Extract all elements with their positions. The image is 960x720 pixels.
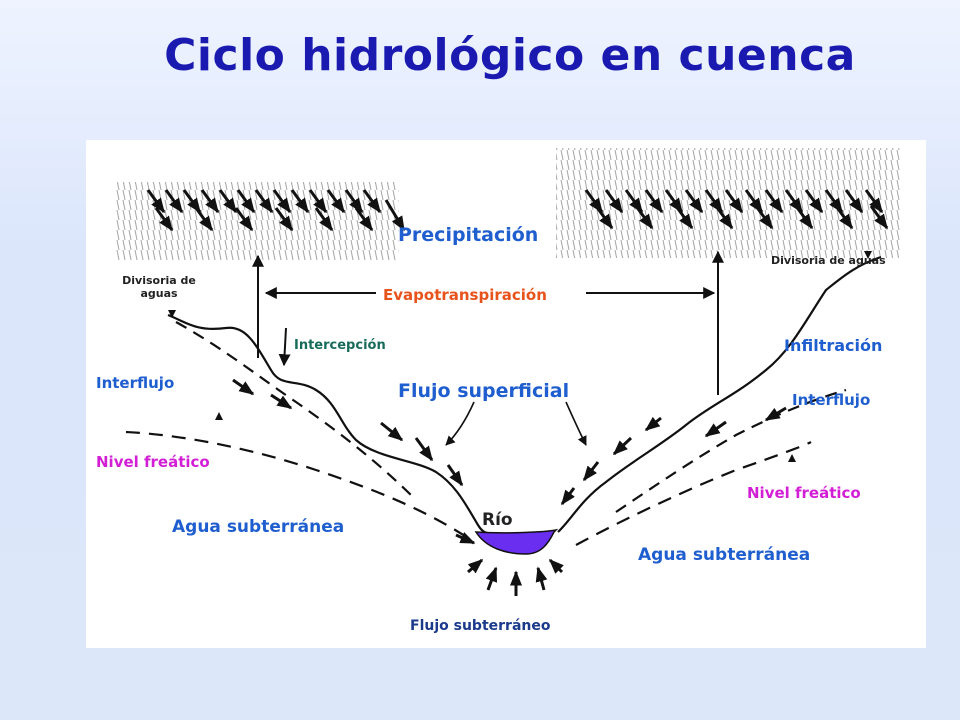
surface-flow-label: Flujo superficial xyxy=(398,380,570,402)
river-channel xyxy=(474,528,559,555)
divide-marker-right xyxy=(864,251,872,259)
precipitation-label: Precipitación xyxy=(398,224,539,246)
water-table-marker-right xyxy=(788,454,796,462)
groundwater-flow-label: Flujo subterráneo xyxy=(410,618,551,634)
interflow-line-right xyxy=(615,388,847,513)
diagram-panel: Precipitación Evapotranspiración Interce… xyxy=(86,140,926,648)
interflow-label-right: Interflujo xyxy=(792,391,871,409)
rain-arrows-left xyxy=(146,189,406,232)
infiltration-label: Infiltración xyxy=(784,336,883,355)
divide-label-right: Divisoria de aguas xyxy=(771,254,886,267)
groundwater-label-right: Agua subterránea xyxy=(638,545,811,565)
surface-flow-arrow-left xyxy=(445,401,475,446)
groundwater-flow-arrows xyxy=(455,532,564,596)
interflow-line-left xyxy=(175,321,417,501)
rain-left xyxy=(114,182,399,260)
groundwater-label-left: Agua subterránea xyxy=(172,517,345,537)
water-table-right xyxy=(575,441,812,546)
water-table-label-right: Nivel freático xyxy=(747,484,861,502)
ground-profile xyxy=(167,255,882,537)
interception-label: Intercepción xyxy=(294,338,386,353)
divide-label-left: Divisoria de aguas xyxy=(122,274,196,301)
river-label: Río xyxy=(482,510,513,530)
rain-arrows-right xyxy=(584,189,889,230)
interception-arrow xyxy=(278,327,291,367)
surface-flow-arrow-right xyxy=(565,401,587,446)
watershed-diagram xyxy=(114,148,901,596)
slide-title: Ciclo hidrológico en cuenca xyxy=(164,30,856,81)
evapotranspiration-label: Evapotranspiración xyxy=(383,286,547,304)
water-table-left xyxy=(125,430,472,541)
water-table-label-left: Nivel freático xyxy=(96,453,210,471)
water-table-marker-left xyxy=(215,412,223,420)
interflow-label-left: Interflujo xyxy=(96,374,175,392)
rain-right xyxy=(556,148,901,258)
divide-marker-left xyxy=(168,310,176,318)
slope-flow-arrows xyxy=(232,378,787,506)
